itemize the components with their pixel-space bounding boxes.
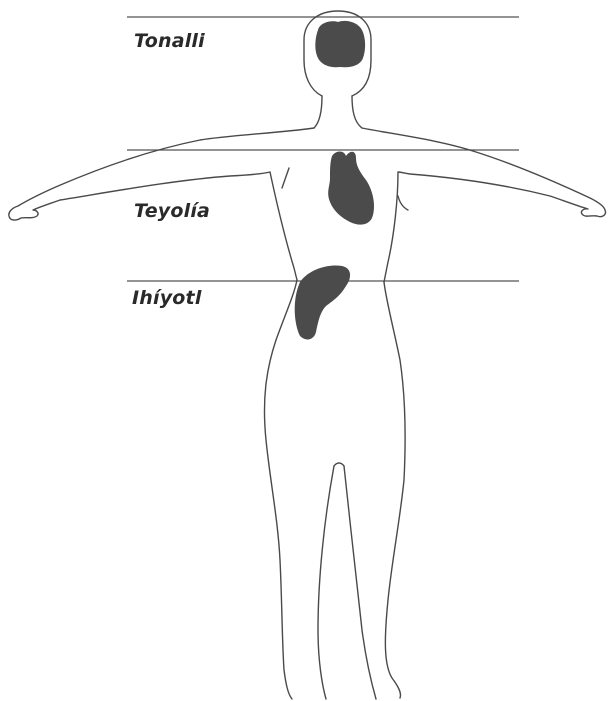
inner-leg-left bbox=[318, 466, 334, 699]
chest-detail-right bbox=[398, 196, 408, 210]
right-leg-outline bbox=[384, 282, 405, 698]
right-arm-outline bbox=[362, 128, 605, 282]
brain-shape bbox=[315, 21, 365, 67]
crotch-outline bbox=[334, 463, 344, 466]
label-teyolia: Teyolía bbox=[134, 200, 210, 222]
label-tonalli: Tonalli bbox=[134, 30, 205, 52]
chest-detail-left bbox=[282, 168, 289, 188]
liver-shape bbox=[295, 266, 350, 340]
label-ihiyotl: Ihíyotl bbox=[132, 287, 202, 309]
heart-shape bbox=[328, 152, 374, 225]
neck-outline bbox=[314, 96, 362, 128]
left-leg-outline bbox=[264, 280, 297, 699]
human-body-outline bbox=[9, 11, 606, 699]
inner-leg-right bbox=[344, 466, 376, 699]
